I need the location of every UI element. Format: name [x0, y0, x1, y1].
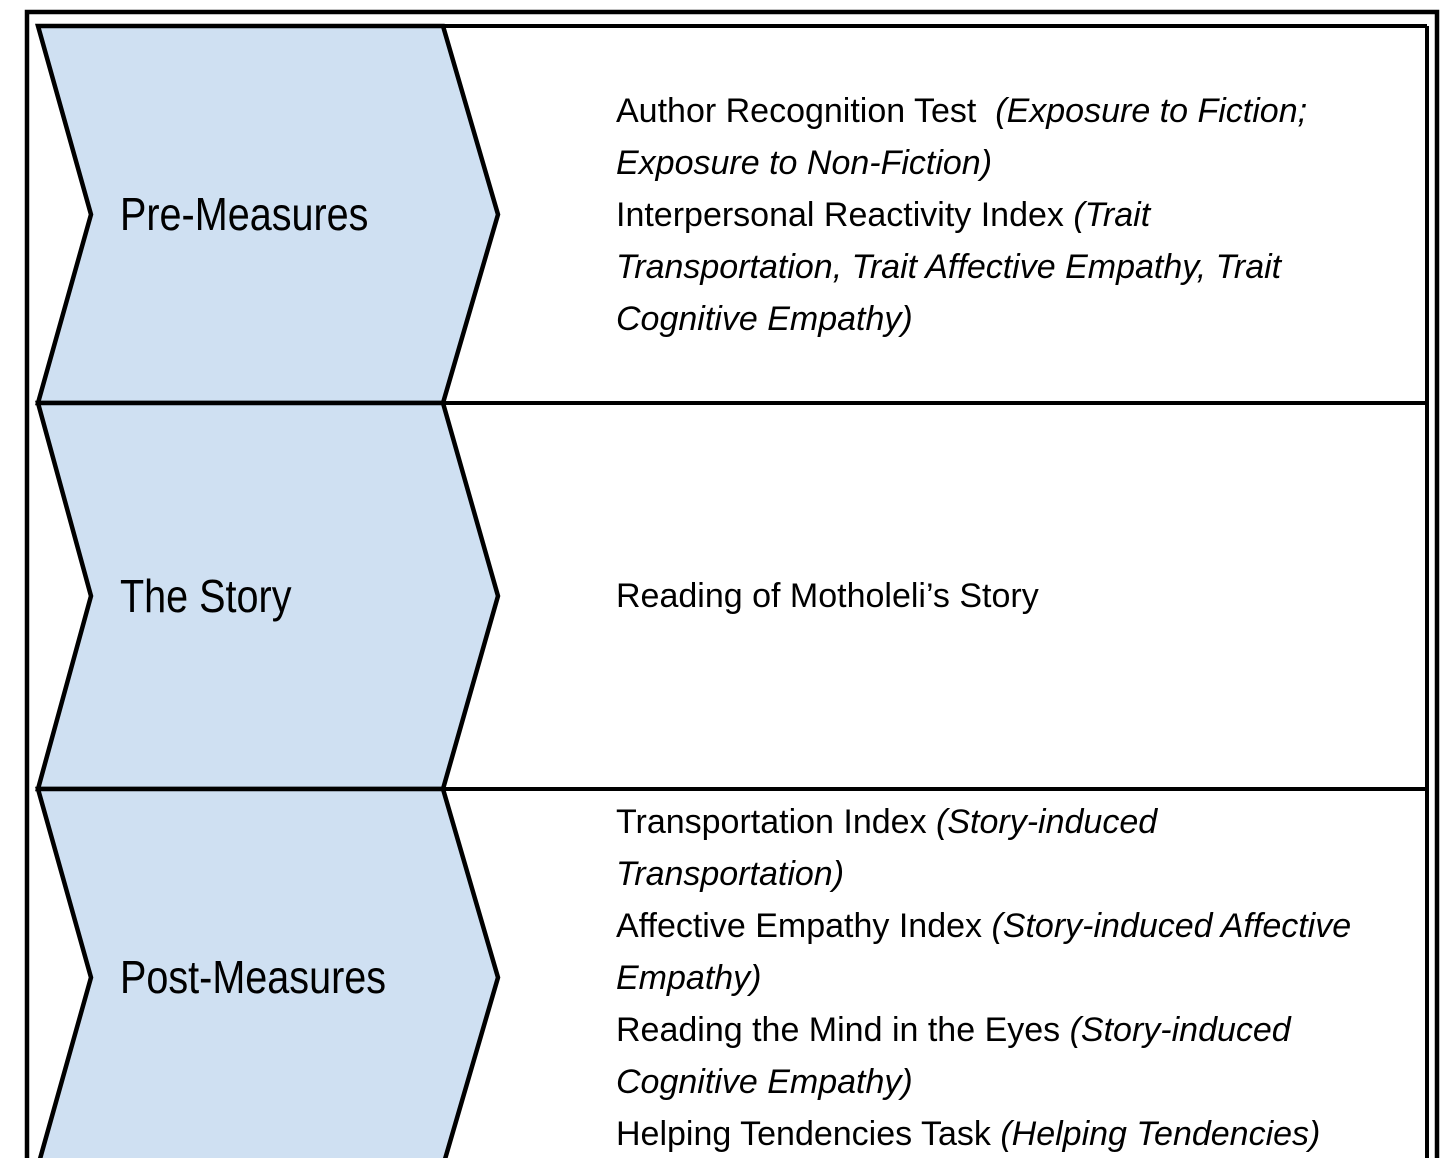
stage-label-pre-measures: Pre-Measures	[120, 188, 369, 240]
measure-detail: (Trait Transportation, Trait Affective E…	[616, 195, 1291, 338]
measure-detail: (Story-induced Affective Empathy)	[616, 907, 1361, 997]
stage-label-the-story: The Story	[120, 570, 292, 622]
measure-name: Author Recognition Test	[616, 91, 996, 130]
measure-item: Helping Tendencies Task (Helping Tendenc…	[616, 1108, 1368, 1158]
measure-item: Affective Empathy Index (Story-induced A…	[616, 900, 1368, 1004]
measure-name: Reading of Motholeli’s Story	[616, 577, 1039, 615]
measure-detail: (Helping Tendencies)	[1000, 1115, 1321, 1153]
stage-label-post-measures: Post-Measures	[120, 951, 387, 1003]
measure-item: Reading the Mind in the Eyes (Story-indu…	[616, 1004, 1368, 1108]
the-story-description: Reading of Motholeli’s Story	[616, 403, 1368, 789]
measure-item: Transportation Index (Story-induced Tran…	[616, 796, 1368, 900]
measure-item: Interpersonal Reactivity Index (Trait Tr…	[616, 189, 1368, 345]
measure-name: Reading the Mind in the Eyes	[616, 1011, 1070, 1049]
measure-detail: (Exposure to Fiction; Exposure to Non-Fi…	[616, 91, 1317, 182]
measure-name: Transportation Index	[616, 803, 937, 841]
measure-item: Author Recognition Test (Exposure to Fic…	[616, 85, 1368, 189]
pre-measures-description: Author Recognition Test (Exposure to Fic…	[616, 26, 1368, 403]
measure-name: Interpersonal Reactivity Index	[616, 195, 1074, 234]
post-measures-description: Transportation Index (Story-induced Tran…	[616, 789, 1368, 1158]
measure-item: Reading of Motholeli’s Story	[616, 570, 1368, 622]
measure-detail: (Story-induced Transportation)	[616, 803, 1167, 893]
measure-detail: (Story-induced Cognitive Empathy)	[616, 1011, 1301, 1101]
figure-outer-border	[24, 9, 1440, 1158]
measure-name: Affective Empathy Index	[616, 907, 992, 945]
measure-name: Helping Tendencies Task	[616, 1115, 1001, 1153]
